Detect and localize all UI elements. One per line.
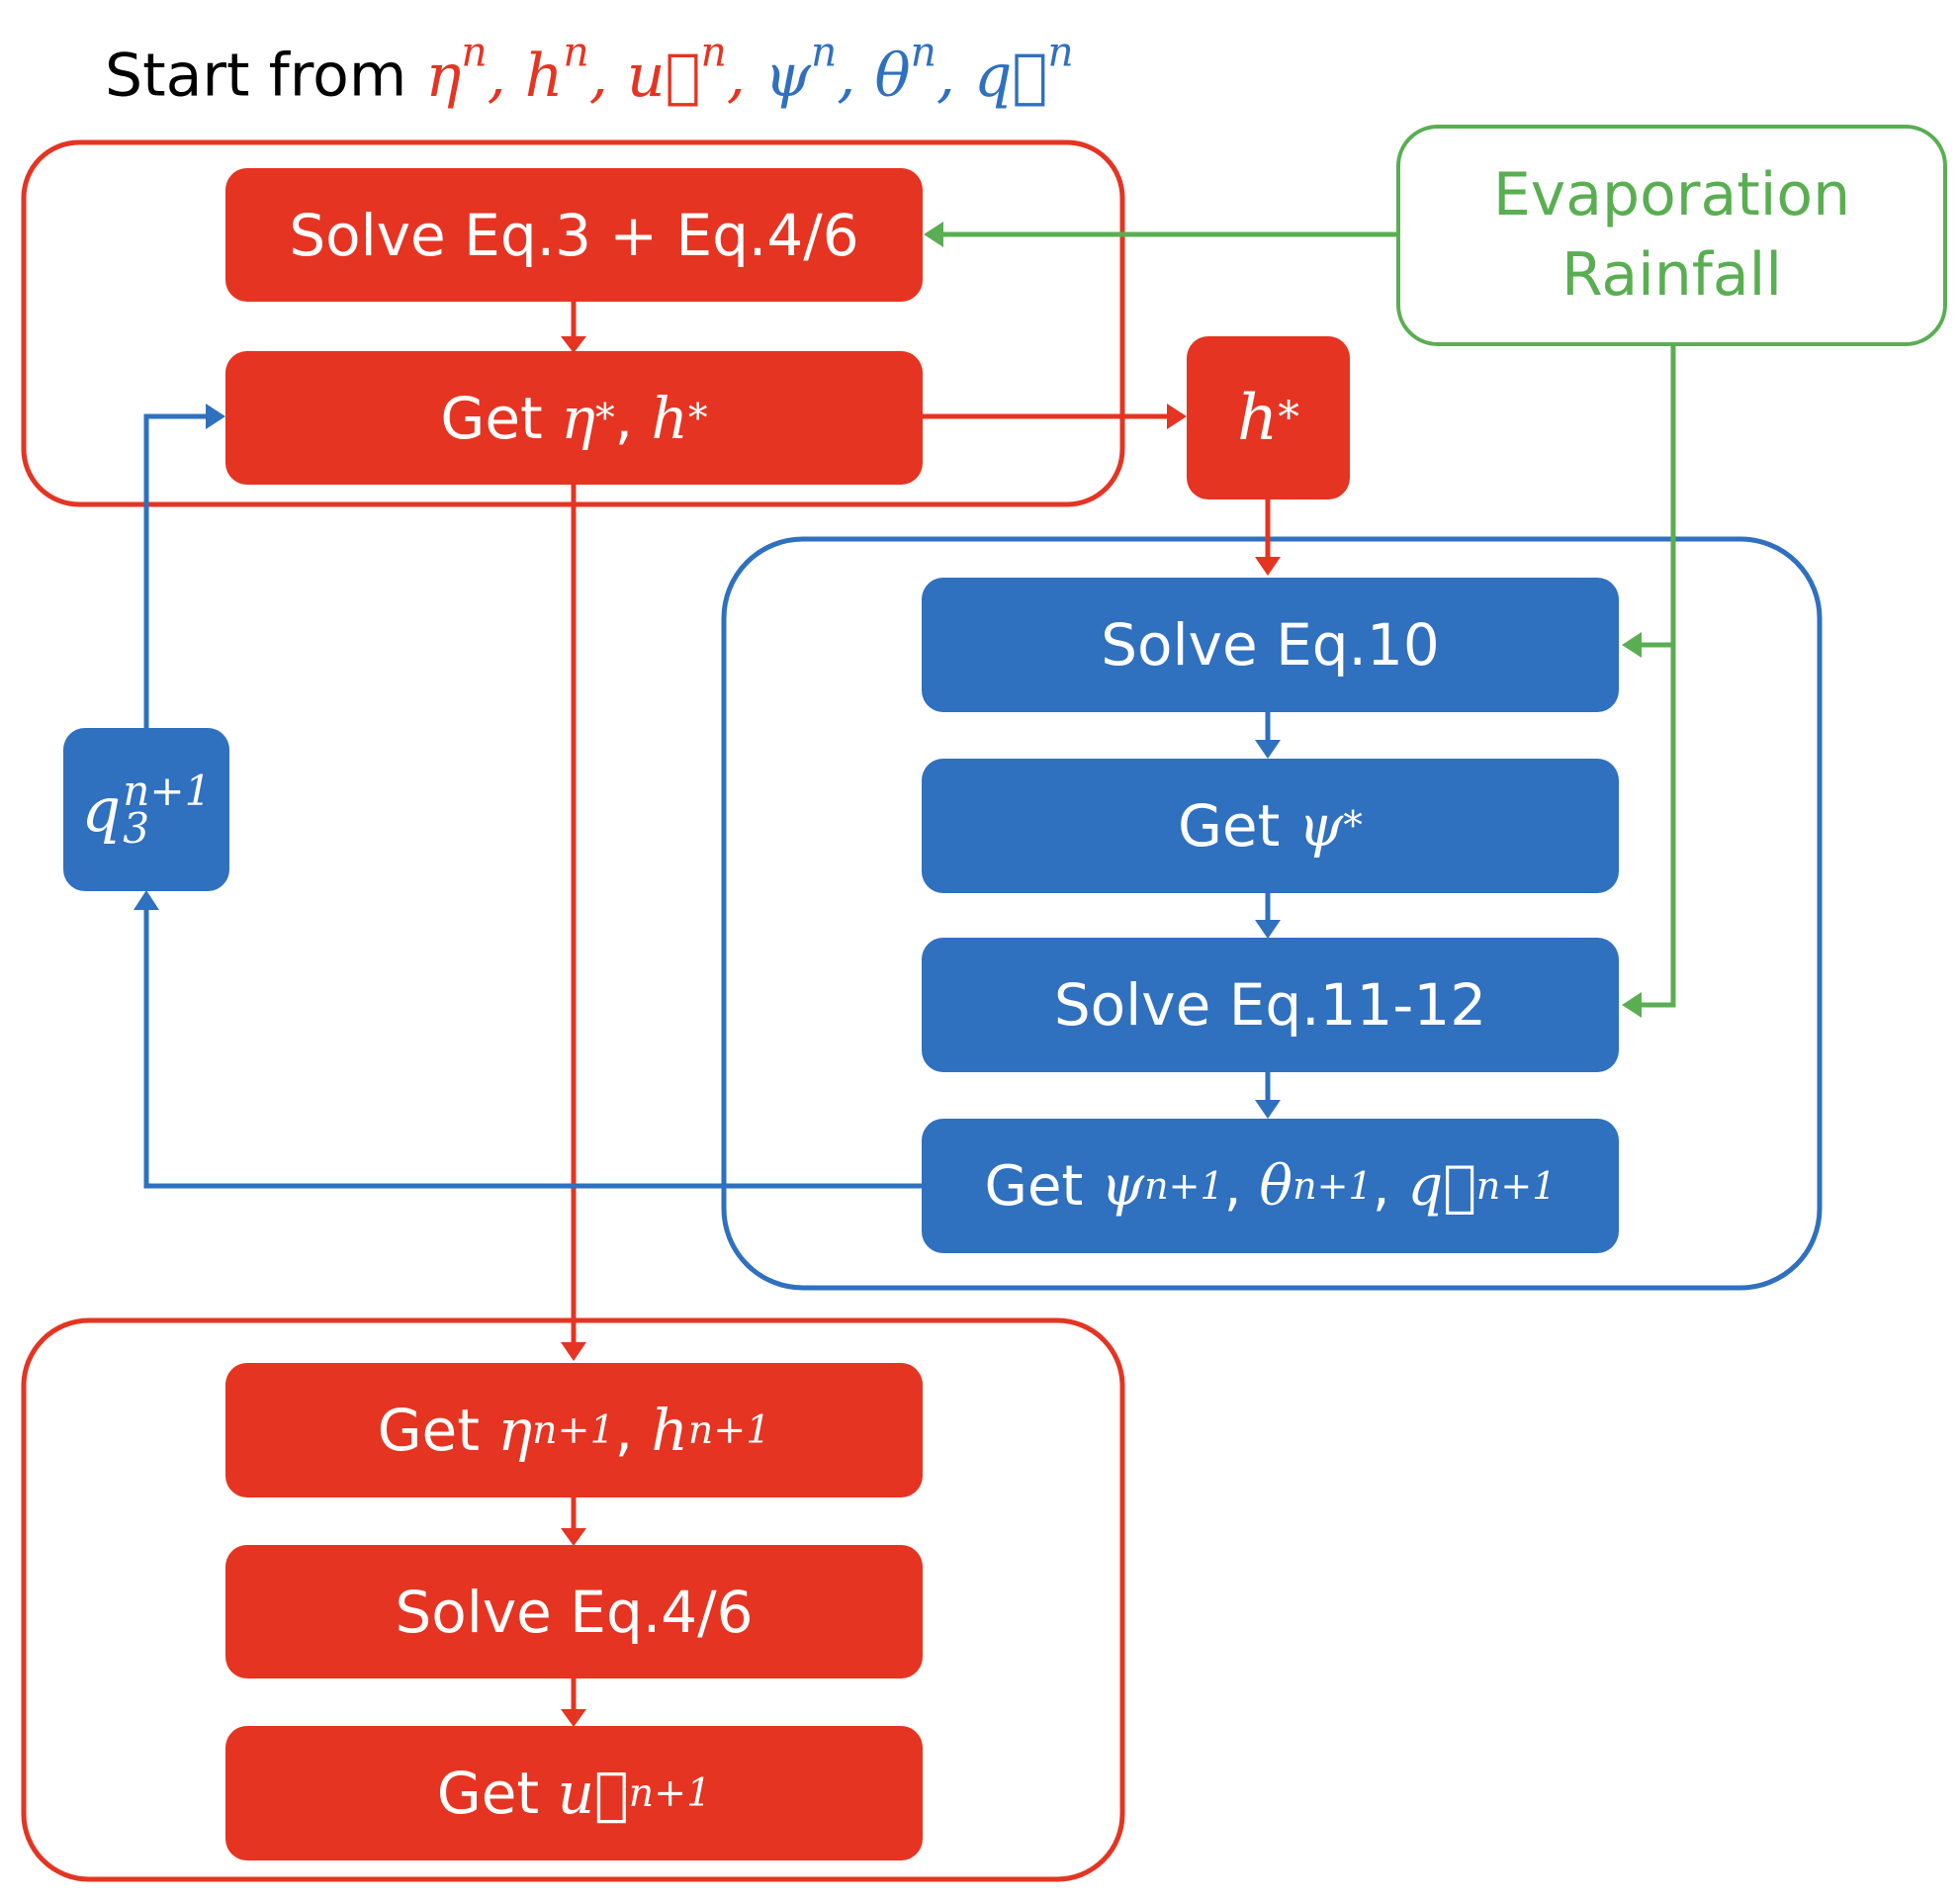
solve-eq11-12-label: Solve Eq.11-12 [1053, 971, 1487, 1039]
get-word: Get [377, 1397, 480, 1464]
variable-superscript: n [461, 28, 488, 75]
variable-superscript: n [811, 28, 838, 75]
red-arrowheads [561, 336, 1281, 1727]
start-title: Start from ηn, hn, u⃗n, ψn, θn, q⃗n [105, 28, 1074, 111]
psi-n1-sup: n+1 [1144, 1164, 1224, 1208]
comma-separator: , [588, 41, 627, 111]
get-word: Get [984, 1153, 1084, 1219]
solve-eq46-box: Solve Eq.4/6 [225, 1545, 923, 1678]
theta-n1-sup: n+1 [1292, 1164, 1373, 1208]
variable-symbol: η [425, 41, 462, 111]
variable-symbol: q⃗ [974, 41, 1048, 111]
arrowhead [1622, 632, 1642, 658]
start-variable: hn [524, 28, 589, 111]
start-variable: q⃗n [974, 28, 1074, 111]
q-vector-symbol: q⃗ [1407, 1153, 1476, 1219]
q-symbol: q [81, 773, 122, 846]
arrowhead [134, 890, 159, 910]
comma-separator: , [837, 41, 875, 111]
eta-n1-sup: n+1 [532, 1407, 615, 1453]
psi-star-sup: * [1343, 803, 1363, 849]
get-psi-star-box: Get ψ* [922, 759, 1619, 893]
u-vector-symbol: u⃗ [557, 1760, 629, 1827]
arrowhead [1255, 920, 1281, 939]
psi-symbol: ψ [1297, 792, 1344, 860]
variable-symbol: u⃗ [626, 41, 701, 111]
arrowhead [206, 404, 225, 429]
solve-eq11-12-box: Solve Eq.11-12 [922, 938, 1619, 1072]
variable-superscript: n [1047, 28, 1074, 75]
solve-eq3-eq46-box: Solve Eq.3 + Eq.4/6 [225, 168, 923, 302]
q3-sup: n+1 [123, 766, 212, 815]
variable-symbol: ψ [763, 41, 811, 111]
arrowhead [1255, 740, 1281, 759]
green-connectors [943, 231, 1676, 1008]
start-variables: ηn, hn, u⃗n, ψn, θn, q⃗n [425, 28, 1074, 111]
solve-eq10-box: Solve Eq.10 [922, 578, 1619, 712]
comma-separator: , [935, 41, 974, 111]
start-title-prefix: Start from [105, 41, 407, 111]
h-n1-sup: n+1 [687, 1407, 771, 1453]
red-connectors [571, 302, 1271, 1709]
h-star-sup: * [1278, 393, 1299, 443]
evaporation-label: Evaporation [1492, 160, 1851, 229]
group-frame-blue [721, 536, 1823, 1291]
comma-separator: , [487, 41, 525, 111]
arrowhead [1255, 1100, 1281, 1119]
q-n1-sup: n+1 [1475, 1164, 1557, 1208]
eta-star-sup: * [594, 395, 615, 441]
h-symbol: h [651, 1397, 688, 1464]
u-n1-sup: n+1 [628, 1770, 712, 1816]
blue-connectors [143, 413, 1271, 1189]
variable-superscript: n [910, 28, 936, 75]
arrowhead [561, 1528, 586, 1546]
arrowhead [1622, 992, 1642, 1018]
get-word: Get [440, 384, 543, 452]
get-word: Get [1177, 792, 1281, 860]
get-u-n1-box: Get u⃗n+1 [225, 1726, 923, 1860]
blue-arrowheads [134, 404, 1281, 1119]
arrowhead [561, 336, 586, 353]
arrowhead [561, 1342, 586, 1361]
arrow-getn1-to-q3 [143, 910, 923, 1189]
start-variable: ψn [763, 28, 837, 111]
eta-symbol: η [497, 1397, 533, 1464]
variable-superscript: n [563, 28, 589, 75]
solve-eq3-eq46-label: Solve Eq.3 + Eq.4/6 [289, 201, 859, 269]
get-eta-h-star-box: Get η*, h* [225, 351, 923, 485]
get-word: Get [436, 1760, 540, 1827]
variable-symbol: θ [874, 41, 911, 111]
rainfall-label: Rainfall [1560, 240, 1783, 310]
start-variable: u⃗n [626, 28, 727, 111]
theta-symbol: θ [1259, 1153, 1293, 1219]
evaporation-rainfall-box: Evaporation Rainfall [1396, 125, 1947, 346]
solve-eq10-label: Solve Eq.10 [1101, 611, 1440, 679]
comma-separator: , [726, 41, 764, 111]
green-arrowheads [924, 222, 1642, 1018]
solve-eq46-label: Solve Eq.4/6 [395, 1578, 754, 1646]
arrowhead [1255, 557, 1281, 576]
h-symbol: h [651, 384, 688, 452]
arrowhead [561, 1709, 586, 1727]
start-variable: ηn [425, 28, 487, 111]
arrowhead [1167, 404, 1187, 429]
variable-superscript: n [700, 28, 727, 75]
h-star-sup: * [687, 395, 708, 441]
arrow-evap-to-eq10 [1642, 346, 1676, 1008]
eta-symbol: η [561, 384, 595, 452]
q3-sub: 3 [123, 803, 150, 853]
start-variable: θn [874, 28, 935, 111]
comma-separator: , [614, 384, 634, 452]
arrow-q3-to-get-star [143, 413, 206, 728]
variable-symbol: h [524, 41, 564, 111]
arrowhead [924, 222, 943, 247]
h-star-box: h* [1187, 336, 1350, 499]
h-symbol: h [1237, 381, 1279, 455]
psi-symbol: ψ [1101, 1153, 1145, 1219]
